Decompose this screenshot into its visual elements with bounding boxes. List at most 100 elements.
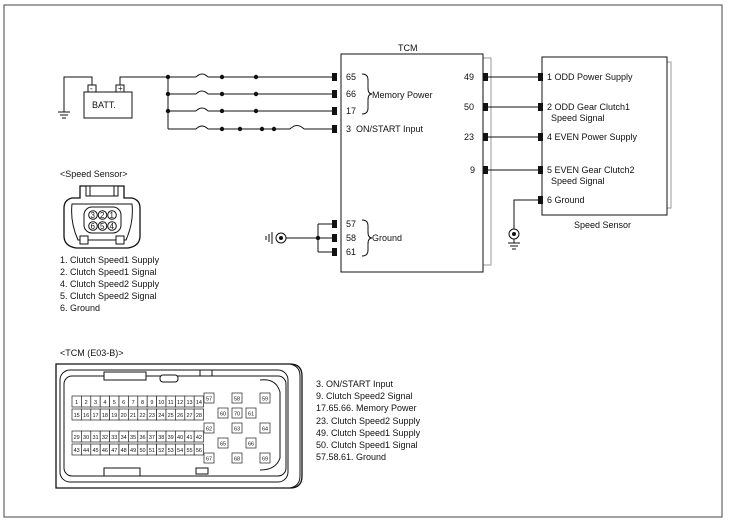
tcm-pin-label: 9 (150, 400, 153, 406)
sensor-item-2: 2 ODD Gear Clutch1 (547, 102, 630, 112)
tcm-right-pin-cell (259, 452, 271, 464)
tcm-pin-label: 27 (186, 413, 192, 419)
tcm-pin-label: 49 (130, 448, 136, 454)
sensor-pin-6: 6 (91, 222, 96, 231)
tcm-pin-23: 23 (464, 132, 474, 142)
tcm-right-pin-cell (231, 452, 243, 464)
memory-power-label: Memory Power (372, 90, 433, 100)
tcm-pin-label: 33 (111, 435, 117, 441)
tcm-pin-label: 34 (121, 435, 127, 441)
tcm-pin-label: 46 (102, 448, 108, 454)
speed-sensor-connector-title: <Speed Sensor> (60, 169, 128, 179)
tcm-connector-title: <TCM (E03-B)> (60, 348, 124, 358)
tcm-pin-label: 54 (177, 448, 183, 454)
battery-pos-sign: + (118, 84, 123, 93)
tcm-right-pin-label: 58 (234, 397, 240, 403)
tcm-pin-label: 12 (177, 400, 183, 406)
tcm-pin-49: 49 (464, 72, 474, 82)
battery-neg-sign: - (90, 84, 93, 93)
sensor-item-2-sub: Speed Signal (551, 113, 605, 123)
tcm-legend-50: 50. Clutch Speed1 Signal (316, 440, 418, 450)
battery-label: BATT. (92, 100, 116, 110)
tcm-right-pin-label: 66 (248, 442, 254, 448)
tcm-pin-label: 50 (139, 448, 145, 454)
battery-box (83, 91, 133, 119)
tcm-right-pin-label: 70 (234, 412, 240, 418)
tcm-pin-cell (193, 395, 204, 408)
tcm-right-pin-cell (217, 407, 229, 419)
tcm-box (340, 53, 484, 273)
tcm-right-pin-cell (259, 422, 271, 434)
tcm-pin-label: 29 (74, 435, 80, 441)
tcm-pin-label: 16 (83, 413, 89, 419)
tcm-pin-66: 66 (346, 89, 356, 99)
tcm-pin-label: 44 (83, 448, 89, 454)
tcm-right-pin-label: 59 (262, 397, 268, 403)
sensor-legend-2: 2. Clutch Speed1 Signal (60, 267, 157, 277)
tcm-pin-label: 17 (92, 413, 98, 419)
tcm-pin-label: 8 (141, 400, 144, 406)
tcm-pin-61: 61 (346, 247, 356, 257)
tcm-right-pin-cell (203, 392, 215, 404)
tcm-right-pin-label: 60 (220, 412, 226, 418)
tcm-pin-label: 18 (102, 413, 108, 419)
speed-sensor-module: 1 ODD Power Supply 2 ODD Gear Clutch1 Sp… (538, 56, 672, 230)
sensor-pin-1: 1 (110, 211, 115, 220)
tcm-pin-label: 41 (186, 435, 192, 441)
speed-sensor-caption: Speed Sensor (574, 220, 631, 230)
tcm-ground-wires (265, 223, 332, 253)
sensor-item-1: 1 ODD Power Supply (547, 72, 633, 82)
tcm-pin-label: 56 (196, 448, 202, 454)
tcm-pin-57: 57 (346, 219, 356, 229)
tcm-right-pin-cell (245, 437, 257, 449)
tcm-right-pin-label: 65 (220, 442, 226, 448)
speed-sensor-box (541, 56, 668, 216)
tcm-pin-50: 50 (464, 102, 474, 112)
tcm-pin-label: 42 (196, 435, 202, 441)
tcm-right-pin-label: 67 (206, 457, 212, 463)
tcm-right-pin-cell (217, 437, 229, 449)
battery: BATT. - + (58, 76, 168, 119)
tcm-pin-label: 55 (186, 448, 192, 454)
chassis-ground-icon (265, 232, 300, 244)
tcm-pin-17: 17 (346, 106, 356, 116)
tcm-pin-label: 28 (196, 413, 202, 419)
tcm-pin-label: 31 (92, 435, 98, 441)
sensor-legend-1: 1. Clutch Speed1 Supply (60, 255, 160, 265)
tcm-pin-label: 52 (158, 448, 164, 454)
tcm-pin-label: 11 (168, 400, 174, 406)
tcm-pin-label: 5 (113, 400, 116, 406)
tcm-pin-label: 14 (196, 400, 202, 406)
tcm-module: TCM 65 66 17 3 57 58 61 Memory Power ON/… (332, 43, 492, 273)
sensor-item-4: 4 EVEN Power Supply (547, 132, 638, 142)
tcm-pin-label: 6 (122, 400, 125, 406)
sensor-pin-5: 5 (100, 222, 105, 231)
tcm-pin-label: 10 (158, 400, 164, 406)
tcm-legend-23: 23. Clutch Speed2 Supply (316, 416, 421, 426)
tcm-pin-label: 30 (83, 435, 89, 441)
tcm-connector-legend: 3. ON/START Input 9. Clutch Speed2 Signa… (316, 379, 421, 462)
tcm-right-pin-cell (259, 392, 271, 404)
tcm-pin-label: 20 (121, 413, 127, 419)
tcm-pin-label: 51 (149, 448, 155, 454)
tcm-pin-label: 24 (158, 413, 164, 419)
sensor-pin-3: 3 (91, 211, 96, 220)
tcm-legend-3: 3. ON/START Input (316, 379, 394, 389)
tcm-pin-cell (193, 430, 204, 443)
tcm-right-pin-label: 57 (206, 397, 212, 403)
tcm-pin-label: 32 (102, 435, 108, 441)
ground-label: Ground (372, 233, 402, 243)
tcm-right-pin-cell (231, 422, 243, 434)
sensor-item-6: 6 Ground (547, 195, 585, 205)
sensor-ground-icon (508, 228, 520, 250)
on-start-label: ON/START Input (356, 124, 424, 134)
page-frame (3, 4, 723, 518)
tcm-pin-3: 3 (346, 124, 351, 134)
tcm-right-pin-cell (245, 407, 257, 419)
tcm-pin-label: 21 (130, 413, 136, 419)
tcm-pin-label: 48 (121, 448, 127, 454)
tcm-right-pin-label: 64 (262, 427, 268, 433)
tcm-pin-label: 13 (186, 400, 192, 406)
tcm-connector-housing (55, 363, 303, 489)
